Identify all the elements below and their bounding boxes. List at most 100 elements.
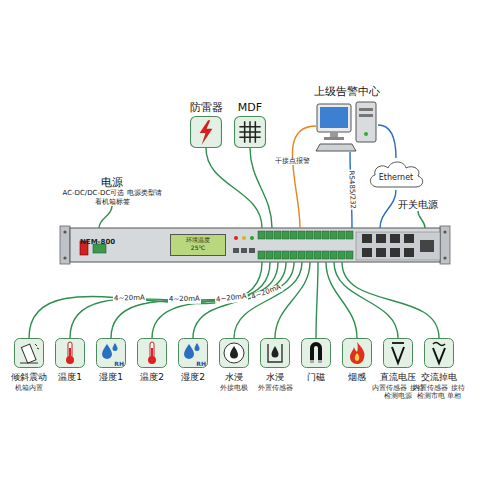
terminal	[314, 251, 321, 259]
rj45-port	[362, 234, 372, 243]
rh-mark: RH	[196, 361, 206, 367]
text-holder: 门磁	[290, 372, 342, 383]
connector	[378, 125, 396, 158]
terminal	[258, 251, 265, 259]
sensor-icon: 水浸外置传感器	[260, 338, 290, 368]
sensor-icon: 门磁	[301, 338, 331, 368]
icon-shape	[190, 116, 222, 148]
rack-ear	[440, 226, 450, 264]
icon-shape	[424, 338, 454, 368]
terminal	[306, 231, 313, 239]
terminal	[322, 251, 329, 259]
terminal	[290, 231, 297, 239]
rack-hole	[443, 256, 446, 259]
sensor-note: 外接电极	[208, 384, 260, 392]
text-holder: MDF	[204, 101, 296, 116]
terminal	[282, 231, 289, 239]
led	[234, 236, 238, 240]
rj45-port	[362, 248, 372, 257]
lcd-display: 环境温度25℃	[170, 234, 226, 256]
node-title: 开关电源	[398, 199, 438, 211]
rj45-port	[404, 248, 414, 257]
rack-hole	[63, 256, 66, 259]
icon-shape	[219, 338, 249, 368]
node-title: MDF	[204, 101, 296, 114]
power-input-label: 电源AC-DC/DC-DC可选 电源类型请看机箱标签	[62, 176, 162, 206]
text-holder: 温度2	[126, 372, 178, 383]
lcd-text: 环境温度	[171, 236, 225, 244]
text-holder: 上级告警中心	[286, 85, 408, 100]
sensor-name: 水浸	[208, 372, 260, 383]
sensor-name: 湿度1	[85, 372, 137, 383]
text-holder: 湿度1	[85, 372, 137, 383]
icon-shape	[316, 100, 378, 152]
terminal	[322, 231, 329, 239]
connector	[70, 262, 270, 338]
terminal-blocks	[258, 231, 353, 259]
edge-label: 4~20mA	[113, 295, 146, 304]
icon-shape	[301, 338, 331, 368]
sensor-icon: 烟感	[342, 338, 372, 368]
icon-shape	[137, 338, 167, 368]
sensor-icon: 倾斜震动机箱内置	[14, 338, 44, 368]
terminal	[282, 251, 289, 259]
port-area	[356, 232, 440, 260]
sensor-icon: RH湿度1	[96, 338, 126, 368]
connector	[29, 262, 262, 338]
device-panel	[70, 228, 440, 262]
node-note: AC-DC/DC-DC可选 电源类型请看机箱标签	[62, 189, 162, 206]
rack-hole	[63, 230, 66, 233]
edge-label: 干接点报警	[274, 158, 311, 166]
ethernet-cloud: Ethernet	[366, 158, 426, 190]
mdf-icon: MDF	[234, 116, 266, 148]
connector	[99, 206, 112, 228]
terminal	[298, 251, 305, 259]
sensor-name: 湿度2	[167, 372, 219, 383]
sensor-icon: RH湿度2	[178, 338, 208, 368]
sensor-name: 倾斜震动	[3, 372, 55, 383]
edge-label: 4~20mA	[214, 293, 248, 305]
terminal	[330, 231, 337, 239]
edge-label: 4~20mA	[168, 296, 201, 304]
rj45-port	[376, 248, 386, 257]
terminal	[314, 231, 321, 239]
rj45-port	[404, 234, 414, 243]
terminal	[290, 251, 297, 259]
icon-shape	[342, 338, 372, 368]
sensor-name: 温度1	[44, 372, 96, 383]
sensor-icon: 温度1	[55, 338, 85, 368]
icon-shape	[383, 338, 413, 368]
connector	[152, 262, 286, 338]
connector	[193, 262, 294, 338]
led	[250, 236, 254, 240]
terminal	[306, 251, 313, 259]
button	[241, 248, 247, 253]
text-holder: 温度1	[44, 372, 96, 383]
edge-label: 4~20mA	[250, 284, 283, 303]
connector	[316, 262, 318, 338]
sensor-name: 门磁	[290, 372, 342, 383]
terminal	[258, 231, 265, 239]
terminal	[298, 231, 305, 239]
connector	[326, 262, 357, 338]
icon-shape	[260, 338, 290, 368]
rj45-port	[376, 234, 386, 243]
text-holder: 水浸外置传感器	[249, 372, 301, 392]
connector	[275, 262, 310, 338]
connector	[342, 262, 439, 338]
model-name: NEM-800	[80, 239, 115, 247]
connector	[206, 148, 262, 228]
terminal	[266, 251, 273, 259]
alarm-center-computer: 上级告警中心	[316, 100, 378, 152]
sensor-icon: 水浸外接电极	[219, 338, 249, 368]
button	[249, 248, 255, 253]
sensor-note: 内置传感器 接待检测市电 单相	[413, 384, 465, 401]
terminal	[338, 251, 345, 259]
power-supply-label: 开关电源	[398, 199, 438, 211]
terminal	[338, 231, 345, 239]
terminal	[266, 231, 273, 239]
